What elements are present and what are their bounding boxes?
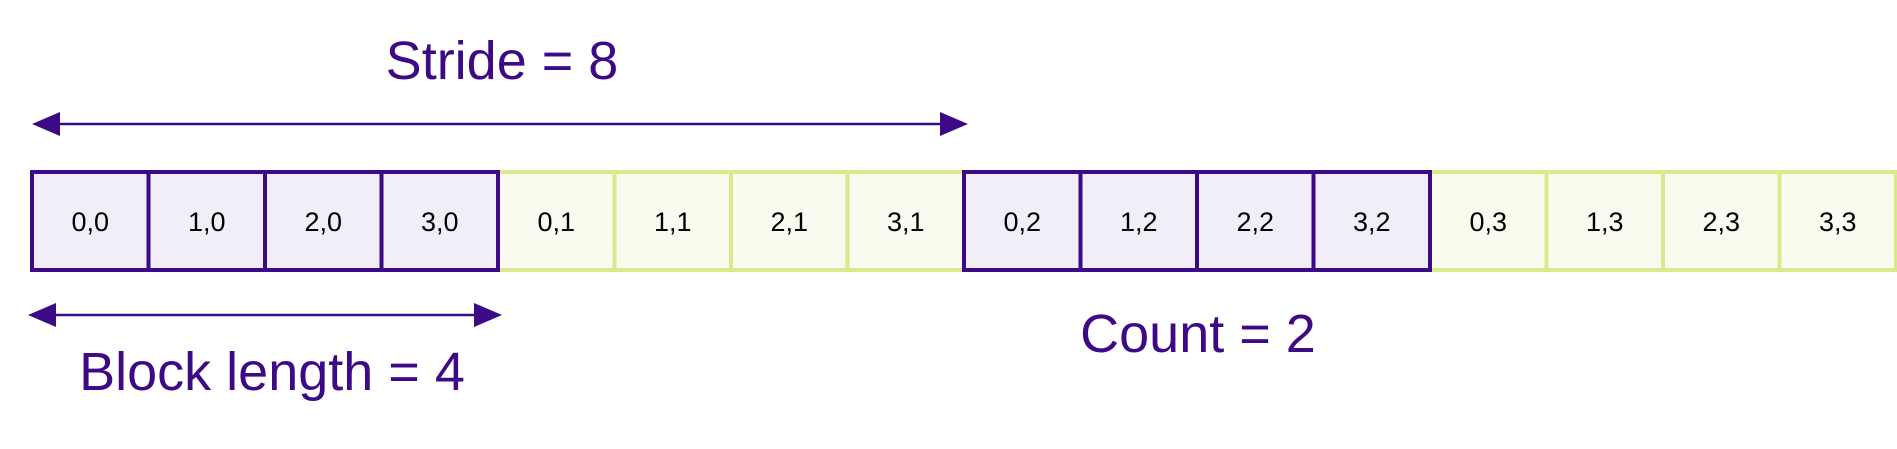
memory-cell: 3,2 (1311, 170, 1432, 272)
stride-arrow (32, 112, 968, 136)
memory-cells: 0,1 1,1 2,1 3,1 0,3 1,3 2,3 3,3 0,0 1,0 2,0 3,0 0,2 1… (30, 170, 1897, 272)
gap-cell-box (729, 170, 850, 272)
block-cell-box (1311, 170, 1432, 272)
cell-label: 0,3 (1469, 207, 1507, 237)
memory-cell: 0,3 (1428, 170, 1549, 272)
memory-cell: 3,3 (1777, 170, 1897, 272)
cell-label: 3,0 (421, 207, 459, 237)
cell-label: 0,2 (1003, 207, 1041, 237)
memory-cell: 1,3 (1544, 170, 1665, 272)
block-cell-box (1078, 170, 1199, 272)
count-label: Count = 2 (1080, 304, 1316, 364)
memory-cell: 2,2 (1195, 170, 1316, 272)
cell-label: 0,1 (537, 207, 575, 237)
cell-label: 2,3 (1702, 207, 1740, 237)
memory-cell: 2,3 (1661, 170, 1782, 272)
cell-label: 1,2 (1120, 207, 1158, 237)
memory-cell: 2,0 (263, 170, 384, 272)
cell-label: 1,3 (1586, 207, 1624, 237)
block-cell-box (379, 170, 500, 272)
cell-label: 0,0 (71, 207, 109, 237)
cell-label: 3,3 (1819, 207, 1857, 237)
memory-cell: 0,2 (962, 170, 1083, 272)
block-cell-box (146, 170, 267, 272)
block-cell-box (263, 170, 384, 272)
cell-label: 2,0 (304, 207, 342, 237)
block-length-label: Block length = 4 (79, 342, 465, 402)
memory-cell: 3,1 (845, 170, 966, 272)
block-length-arrow (28, 303, 502, 327)
block-cell-box (1195, 170, 1316, 272)
memory-cell: 1,2 (1078, 170, 1199, 272)
memory-cell: 0,0 (30, 170, 151, 272)
cell-label: 3,1 (887, 207, 925, 237)
gap-cell-box (1777, 170, 1897, 272)
memory-cell: 0,1 (496, 170, 617, 272)
memory-cell: 1,1 (612, 170, 733, 272)
cell-label: 1,0 (188, 207, 226, 237)
cell-label: 2,1 (770, 207, 808, 237)
stride-label: Stride = 8 (386, 31, 619, 91)
cell-label: 3,2 (1353, 207, 1391, 237)
memory-cell: 2,1 (729, 170, 850, 272)
cell-label: 2,2 (1236, 207, 1274, 237)
block-cell-box (30, 170, 151, 272)
cell-label: 1,1 (654, 207, 692, 237)
gap-cell-box (612, 170, 733, 272)
memory-cell: 1,0 (146, 170, 267, 272)
memory-cell: 3,0 (379, 170, 500, 272)
